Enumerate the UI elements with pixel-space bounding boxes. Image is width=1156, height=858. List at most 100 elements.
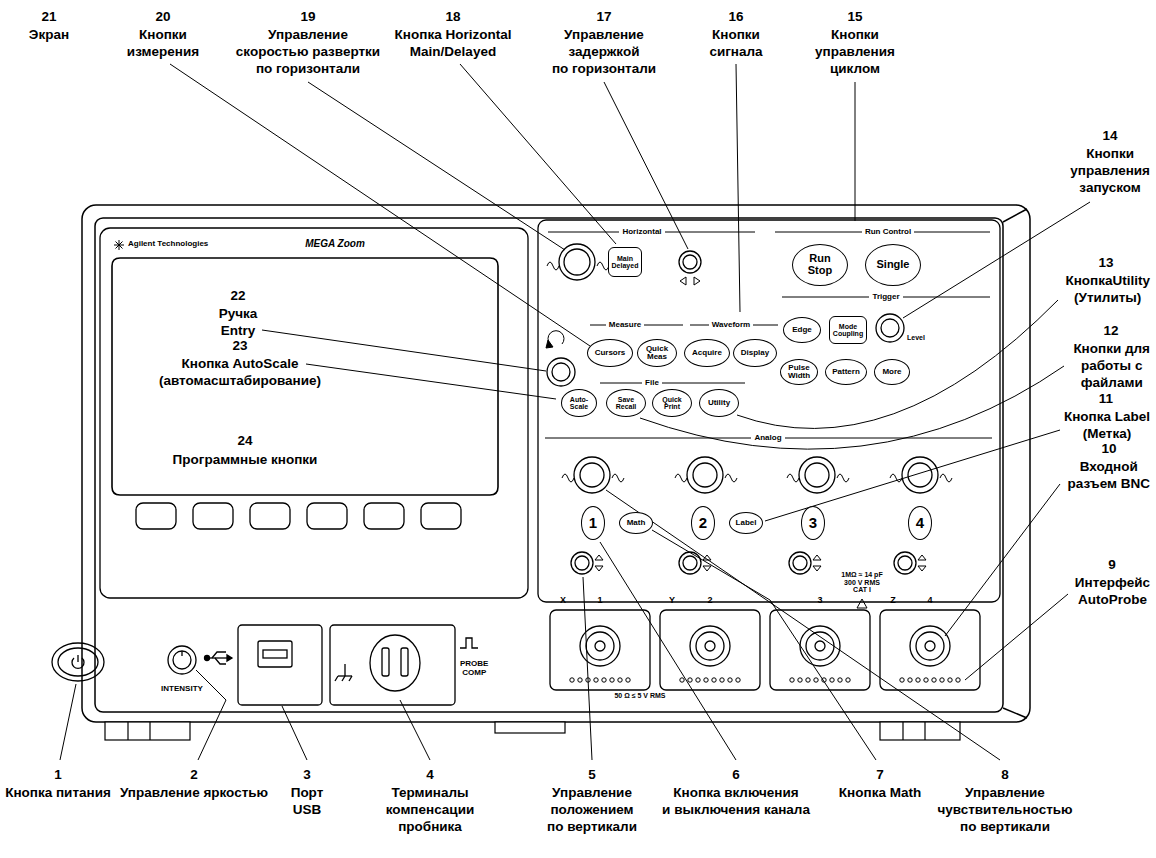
- callout-label: Кнопки для работы с файлами: [1073, 340, 1150, 391]
- scope-housing: [1003, 209, 1027, 222]
- bnc-input-panel: [815, 641, 825, 651]
- text-line: работы с: [1073, 357, 1150, 374]
- text-line: запуском: [1070, 179, 1150, 196]
- softkey: [421, 503, 461, 529]
- usb-port: [205, 656, 210, 661]
- callout-label: Кнопка AutoScale (автомасштабирование): [159, 355, 321, 389]
- text-line: Кнопки: [127, 26, 199, 43]
- callout-label: Программные кнопки: [173, 451, 318, 468]
- leader-line: [652, 530, 876, 760]
- spec-text: 50 Ω ≤ 5 V RMS: [614, 692, 665, 700]
- control-knob: [805, 463, 829, 487]
- text-line: Кнопки: [815, 26, 895, 43]
- control-knob: [902, 457, 938, 493]
- bnc-input-panel: [880, 610, 980, 690]
- text-line: PROBE: [460, 660, 488, 669]
- control-knob: [574, 457, 610, 493]
- callout-number: 4: [426, 766, 434, 783]
- knob-symbol: [675, 474, 687, 482]
- brand-logo: Agilent Technologies: [128, 240, 208, 249]
- scope-foot: [127, 722, 128, 740]
- button-caption: Math: [627, 519, 646, 527]
- control-knob: [799, 457, 835, 493]
- leader-line: [308, 82, 565, 250]
- text-line: CAT I: [841, 586, 882, 594]
- knob-symbol: [546, 262, 952, 608]
- button-caption: Single: [876, 259, 909, 271]
- softkey: [136, 503, 176, 529]
- control-knob: [683, 255, 697, 269]
- button-caption: Cursors: [595, 349, 626, 357]
- text-line: Кнопки: [709, 26, 762, 43]
- screen-bezel: [100, 228, 528, 598]
- knob-symbol: [857, 599, 867, 608]
- text-line: по горизонтали: [552, 60, 656, 77]
- callout-number: 14: [1102, 127, 1117, 144]
- panel-button-round: Label: [729, 512, 763, 534]
- bnc-input-panel: [910, 626, 950, 666]
- control-knob: [693, 463, 717, 487]
- autoprobe-contacts: [838, 678, 842, 682]
- callout-label: Ручка Entry: [219, 305, 258, 339]
- button-caption: 2: [699, 515, 707, 531]
- control-knob: [552, 363, 570, 381]
- callout-label: Кнопка включения и выключения канала: [662, 784, 810, 818]
- callout-number: 15: [847, 8, 862, 25]
- panel-button-round: Pattern: [825, 359, 867, 385]
- callout-label: Управление скоростью развертки по горизо…: [236, 26, 380, 77]
- callout-number: 3: [303, 766, 311, 783]
- knob-symbol: [787, 474, 799, 482]
- text-line: Управление: [937, 784, 1072, 801]
- leader-line: [604, 82, 688, 249]
- control-panel-frame: [538, 220, 1000, 602]
- callout-number: 20: [155, 8, 170, 25]
- knob-symbol: [612, 474, 624, 482]
- autoprobe-contacts: [570, 678, 574, 682]
- panel-button-round: Save Recall: [606, 389, 646, 417]
- callout-label: Терминалы компенсации пробника: [386, 784, 475, 835]
- autoprobe-contacts: [940, 678, 944, 682]
- usb-port: [258, 641, 292, 667]
- scope-foot: [495, 722, 565, 733]
- leader-line: [600, 542, 736, 760]
- softkey: [136, 503, 461, 529]
- panel-button-round: 4: [908, 506, 932, 540]
- panel-button-round: Utility: [699, 389, 739, 417]
- text-line: Кнопки: [1070, 145, 1150, 162]
- probe-comp-terminal: [401, 648, 408, 676]
- callout-number: 9: [1108, 556, 1116, 573]
- leader-line: [306, 364, 556, 399]
- callout-label: Кнопки сигнала: [709, 26, 762, 60]
- usb-port: [212, 652, 226, 658]
- control-knob: [683, 556, 697, 570]
- text-line: Entry: [219, 322, 258, 339]
- text-line: (автомасштабирование): [159, 372, 321, 389]
- scope-foot: [105, 722, 960, 740]
- control-knob: [881, 319, 899, 337]
- panel-label: INTENSITY: [161, 685, 203, 694]
- panel-button-round: Quick Meas: [637, 339, 677, 367]
- knob-symbol: [940, 474, 952, 482]
- button-caption: Pulse Width: [788, 364, 810, 381]
- text-line: скоростью развертки: [236, 43, 380, 60]
- control-knob: [789, 552, 811, 574]
- power-button: [52, 643, 104, 681]
- knob-symbol: [694, 277, 700, 285]
- autoprobe-contacts: [806, 678, 810, 682]
- text-line: положением: [547, 801, 637, 818]
- button-caption: Mode Coupling: [833, 323, 863, 338]
- text-line: (Метка): [1064, 425, 1150, 442]
- callout-number: 5: [588, 766, 596, 783]
- text-line: пробника: [386, 818, 475, 835]
- button-caption: Label: [736, 519, 757, 527]
- knob-symbol: [547, 262, 559, 270]
- panel-button-round: Run Stop: [792, 244, 848, 286]
- callout-label: Управление задержкой по горизонтали: [552, 26, 656, 77]
- button-caption: 4: [916, 515, 924, 531]
- leader-line: [965, 594, 1068, 680]
- intensity-knob: [173, 651, 191, 669]
- autoprobe-contacts: [680, 678, 684, 682]
- leader-line: [400, 700, 430, 760]
- panel-button-round: Auto-Scale: [561, 389, 597, 417]
- panel-button-round: Cursors: [587, 339, 634, 367]
